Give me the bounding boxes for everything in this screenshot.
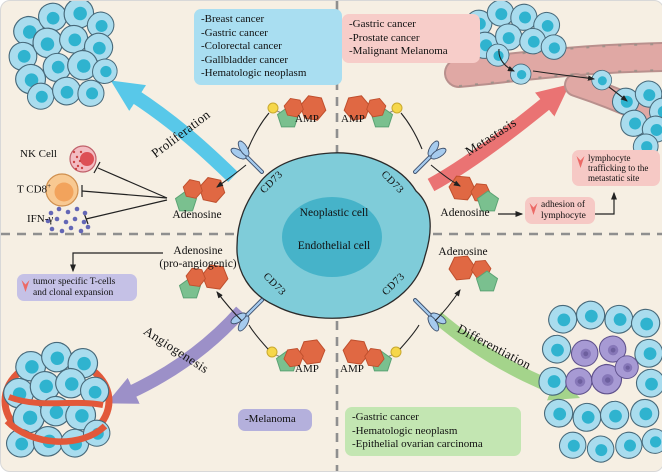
decrease-arrow-icon	[21, 280, 30, 292]
adhesion-effect-box: adhesion of lymphocyte	[525, 197, 595, 224]
metastasis-path-arrows	[498, 48, 628, 102]
nk-cell	[69, 145, 97, 173]
tumor-tcells-effect-box: tumor specific T-cells and clonal expans…	[17, 274, 137, 301]
t-cd8-superscript: +	[47, 182, 52, 190]
cancer-line: -Hematologic neoplasm	[352, 424, 458, 437]
trafficking-effect-box: lymphocyte trafficking to the metastatic…	[572, 150, 660, 186]
neoplastic-cell-label: Neoplastic cell	[299, 207, 369, 219]
t-cd8-cell	[45, 173, 79, 207]
differentiation-cancer-box: -Gastric cancer -Hematologic neoplasm -E…	[345, 407, 521, 456]
amp-label-bottom-left: AMP	[295, 363, 319, 375]
adenosine-proangiogenic-label: Adenosine (pro-angiogenic)	[138, 245, 258, 270]
cancer-line: -Hematologic neoplasm	[201, 67, 307, 79]
metastasis-cancer-box: -Gastric cancer -Prostate cancer -Malign…	[342, 14, 480, 63]
cancer-line: -Gallbladder cancer	[201, 53, 289, 66]
proliferation-arrow	[110, 80, 238, 183]
adenosine-label-bottom-right: Adenosine	[438, 246, 488, 258]
cancer-line: -Gastric cancer	[352, 411, 419, 423]
angiogenesis-cancer-box: -Melanoma	[238, 409, 312, 431]
decrease-arrow-icon	[576, 156, 585, 168]
tumor-cell-cluster-differentiation	[534, 295, 662, 468]
tumor-tcells-line2: and clonal expansion	[33, 287, 114, 298]
amp-molecule-bottom-left	[266, 338, 328, 372]
cancer-line: -Colorectal cancer	[201, 40, 282, 52]
adenosine-pro-line2: (pro-angiogenic)	[159, 257, 237, 270]
ifn-gamma-dots	[45, 206, 91, 234]
t-cd8-label: T CD8+	[17, 182, 52, 196]
metastasis-arrow	[427, 84, 570, 192]
amp-label-top-right: AMP	[341, 113, 365, 125]
angiogenic-vessel-front	[4, 394, 108, 445]
adenosine-pro-line1: Adenosine	[173, 245, 223, 257]
endothelial-cell-label: Endothelial cell	[297, 240, 371, 252]
cancer-line: -Prostate cancer	[349, 31, 420, 44]
decrease-arrow-icon	[529, 203, 538, 215]
central-cell-nucleus	[282, 197, 382, 277]
inhibition-lines	[81, 161, 168, 225]
tumor-cell-cluster-proliferation	[3, 1, 121, 112]
amp-molecule-top-left	[267, 91, 329, 128]
cancer-line: -Epithelial ovarian carcinoma	[352, 438, 483, 450]
amp-label-bottom-right: AMP	[340, 363, 364, 375]
adenosine-molecule-right	[447, 175, 499, 212]
adhesion-effect-label: adhesion of lymphocyte	[541, 200, 586, 221]
amp-molecule-top-right	[341, 91, 403, 128]
nk-cell-label: NK Cell	[20, 148, 57, 160]
intravasated-cell	[510, 63, 532, 85]
effect-connectors	[70, 191, 617, 273]
amp-molecule-bottom-right	[340, 338, 402, 372]
adenosine-label-right: Adenosine	[440, 207, 490, 219]
reaction-arrows	[216, 112, 461, 350]
amp-label-top-left: AMP	[295, 113, 319, 125]
trafficking-effect-label: lymphocyte trafficking to the metastatic…	[588, 153, 649, 183]
proliferation-cancer-box: -Breast cancer -Gastric cancer -Colorect…	[194, 9, 342, 85]
ifn-gamma-label: IFN-γ	[27, 213, 54, 225]
adenosine-label-left: Adenosine	[172, 209, 222, 221]
tumor-tcells-line1: tumor specific T-cells	[33, 277, 116, 287]
adenosine-molecule-bottom-right	[447, 253, 498, 292]
cancer-line: -Breast cancer	[201, 13, 265, 25]
adenosine-molecule-left	[175, 172, 228, 212]
cancer-line: -Melanoma	[245, 413, 296, 425]
cancer-line: -Gastric cancer	[201, 26, 268, 39]
cancer-line: -Malignant Melanoma	[349, 45, 448, 57]
cancer-line: -Gastric cancer	[349, 18, 416, 30]
